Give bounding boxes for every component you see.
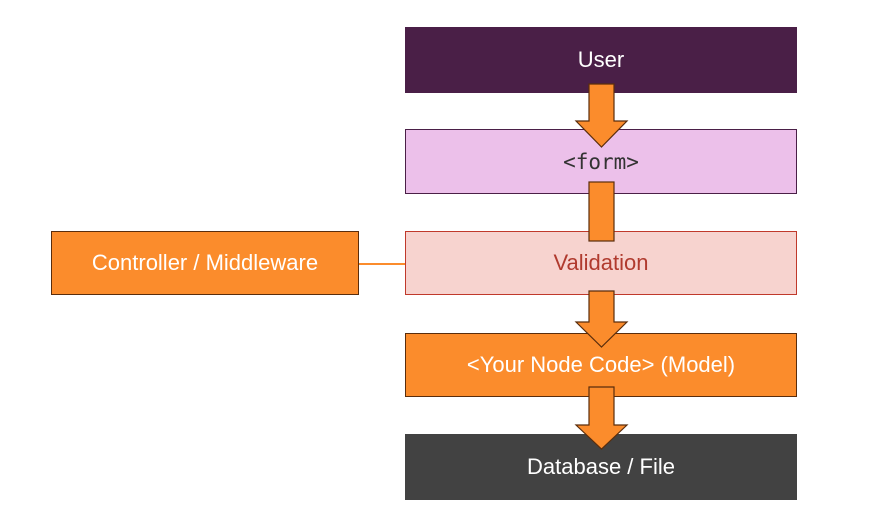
node-code-label: <Your Node Code> (Model)	[466, 352, 736, 377]
form-node: <form>	[405, 129, 797, 194]
user-label: User	[577, 47, 625, 72]
user-node: User	[405, 27, 797, 93]
form-label: <form>	[563, 149, 639, 174]
controller-middleware-node: Controller / Middleware	[51, 231, 359, 295]
database-file-node: Database / File	[405, 434, 797, 500]
node-code-node: <Your Node Code> (Model)	[405, 333, 797, 397]
validation-node: Validation	[405, 231, 797, 295]
database-file-label: Database / File	[527, 454, 675, 479]
controller-middleware-label: Controller / Middleware	[91, 250, 319, 275]
validation-label: Validation	[553, 250, 649, 275]
